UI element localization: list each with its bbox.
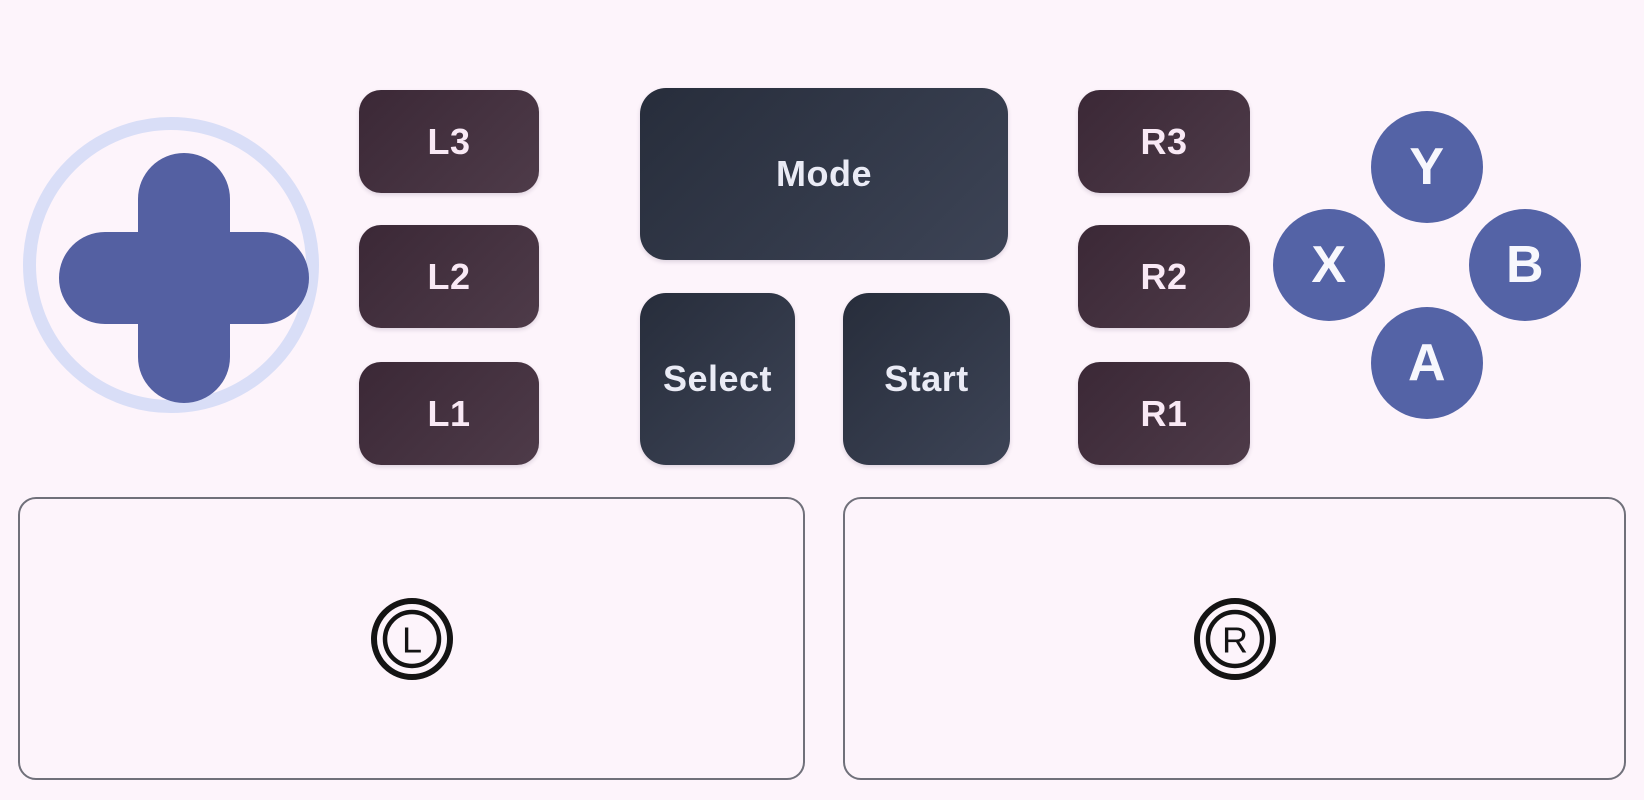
button-a[interactable]: A	[1371, 307, 1483, 419]
dpad-cross-icon[interactable]	[59, 232, 309, 324]
button-r3-label: R3	[1140, 120, 1188, 162]
button-l2-label: L2	[427, 255, 471, 297]
button-start-label: Start	[884, 358, 969, 399]
left-trackpad[interactable]: L	[18, 497, 805, 780]
button-l1[interactable]: L1	[359, 362, 539, 465]
right-trackpad-letter: R	[1222, 619, 1248, 660]
button-r2[interactable]: R2	[1078, 225, 1250, 328]
button-l2[interactable]: L2	[359, 225, 539, 328]
button-a-label: A	[1407, 334, 1447, 392]
button-l3[interactable]: L3	[359, 90, 539, 193]
button-r1-label: R1	[1140, 392, 1188, 434]
dpad-ring	[23, 117, 319, 413]
button-mode-label: Mode	[776, 153, 872, 194]
right-trackpad[interactable]: R	[843, 497, 1626, 780]
button-l1-label: L1	[427, 392, 471, 434]
circled-r-icon: R	[1193, 597, 1276, 680]
button-r2-label: R2	[1140, 255, 1188, 297]
button-mode[interactable]: Mode	[640, 88, 1008, 260]
button-b-label: B	[1505, 236, 1545, 294]
button-x-label: X	[1311, 236, 1347, 294]
button-b[interactable]: B	[1469, 209, 1581, 321]
circled-l-icon: L	[370, 597, 453, 680]
button-select-label: Select	[662, 358, 773, 399]
button-x[interactable]: X	[1273, 209, 1385, 321]
button-r3[interactable]: R3	[1078, 90, 1250, 193]
button-start[interactable]: Start	[843, 293, 1010, 465]
button-l3-label: L3	[427, 120, 471, 162]
button-y-label: Y	[1409, 138, 1445, 196]
button-y[interactable]: Y	[1371, 111, 1483, 223]
button-select[interactable]: Select	[640, 293, 795, 465]
left-trackpad-letter: L	[401, 619, 421, 660]
button-r1[interactable]: R1	[1078, 362, 1250, 465]
